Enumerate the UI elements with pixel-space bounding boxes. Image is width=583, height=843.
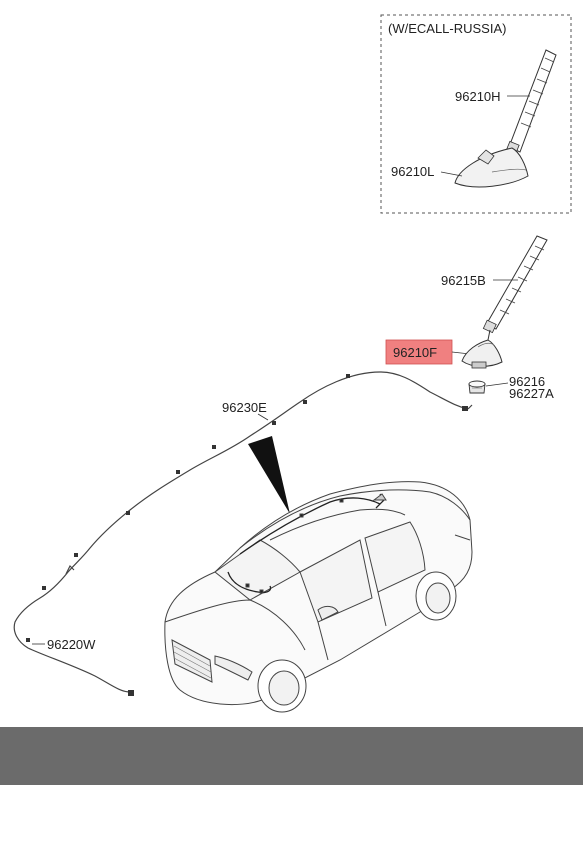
callout-96210F: 96210F — [393, 345, 437, 360]
roof-cable — [13, 371, 473, 693]
callout-96227A: 96227A — [509, 386, 554, 401]
footer-part-text: HYUNDAI KIA - 96200H5000 N - 96210F — [84, 801, 537, 827]
antenna-rod-icon — [482, 235, 548, 334]
callout-96220W: 96220W — [47, 637, 96, 652]
footer-bar: HYUNDAI KIA - 96200H5000 N - 96210F — [0, 727, 583, 827]
leader-96230E — [257, 413, 269, 421]
shark-fin-antenna-icon — [454, 147, 529, 188]
pointer-wedge — [248, 436, 290, 514]
callout-96216: 96216 — [509, 374, 545, 389]
car-icon — [164, 481, 473, 713]
callout-96230E: 96230E — [222, 400, 267, 415]
inset-title: (W/ECALL-RUSSIA) — [388, 21, 506, 36]
antenna-diagram: (W/ECALL-RUSSIA) 96210H 96210L — [13, 14, 572, 713]
callout-96210L: 96210L — [391, 164, 434, 179]
callout-96210H: 96210H — [455, 89, 501, 104]
grommet-icon — [468, 380, 486, 394]
inset-border — [380, 14, 572, 214]
callout-96215B: 96215B — [441, 273, 486, 288]
shark-fin-antenna-icon — [461, 329, 503, 369]
cable-clips — [26, 374, 468, 696]
ecall-inset: (W/ECALL-RUSSIA) 96210H 96210L — [380, 14, 572, 214]
antenna-rod-icon — [506, 49, 557, 154]
leader-96210L — [440, 171, 463, 177]
highlight-96210F — [385, 339, 453, 365]
leader-96216 — [485, 382, 509, 387]
